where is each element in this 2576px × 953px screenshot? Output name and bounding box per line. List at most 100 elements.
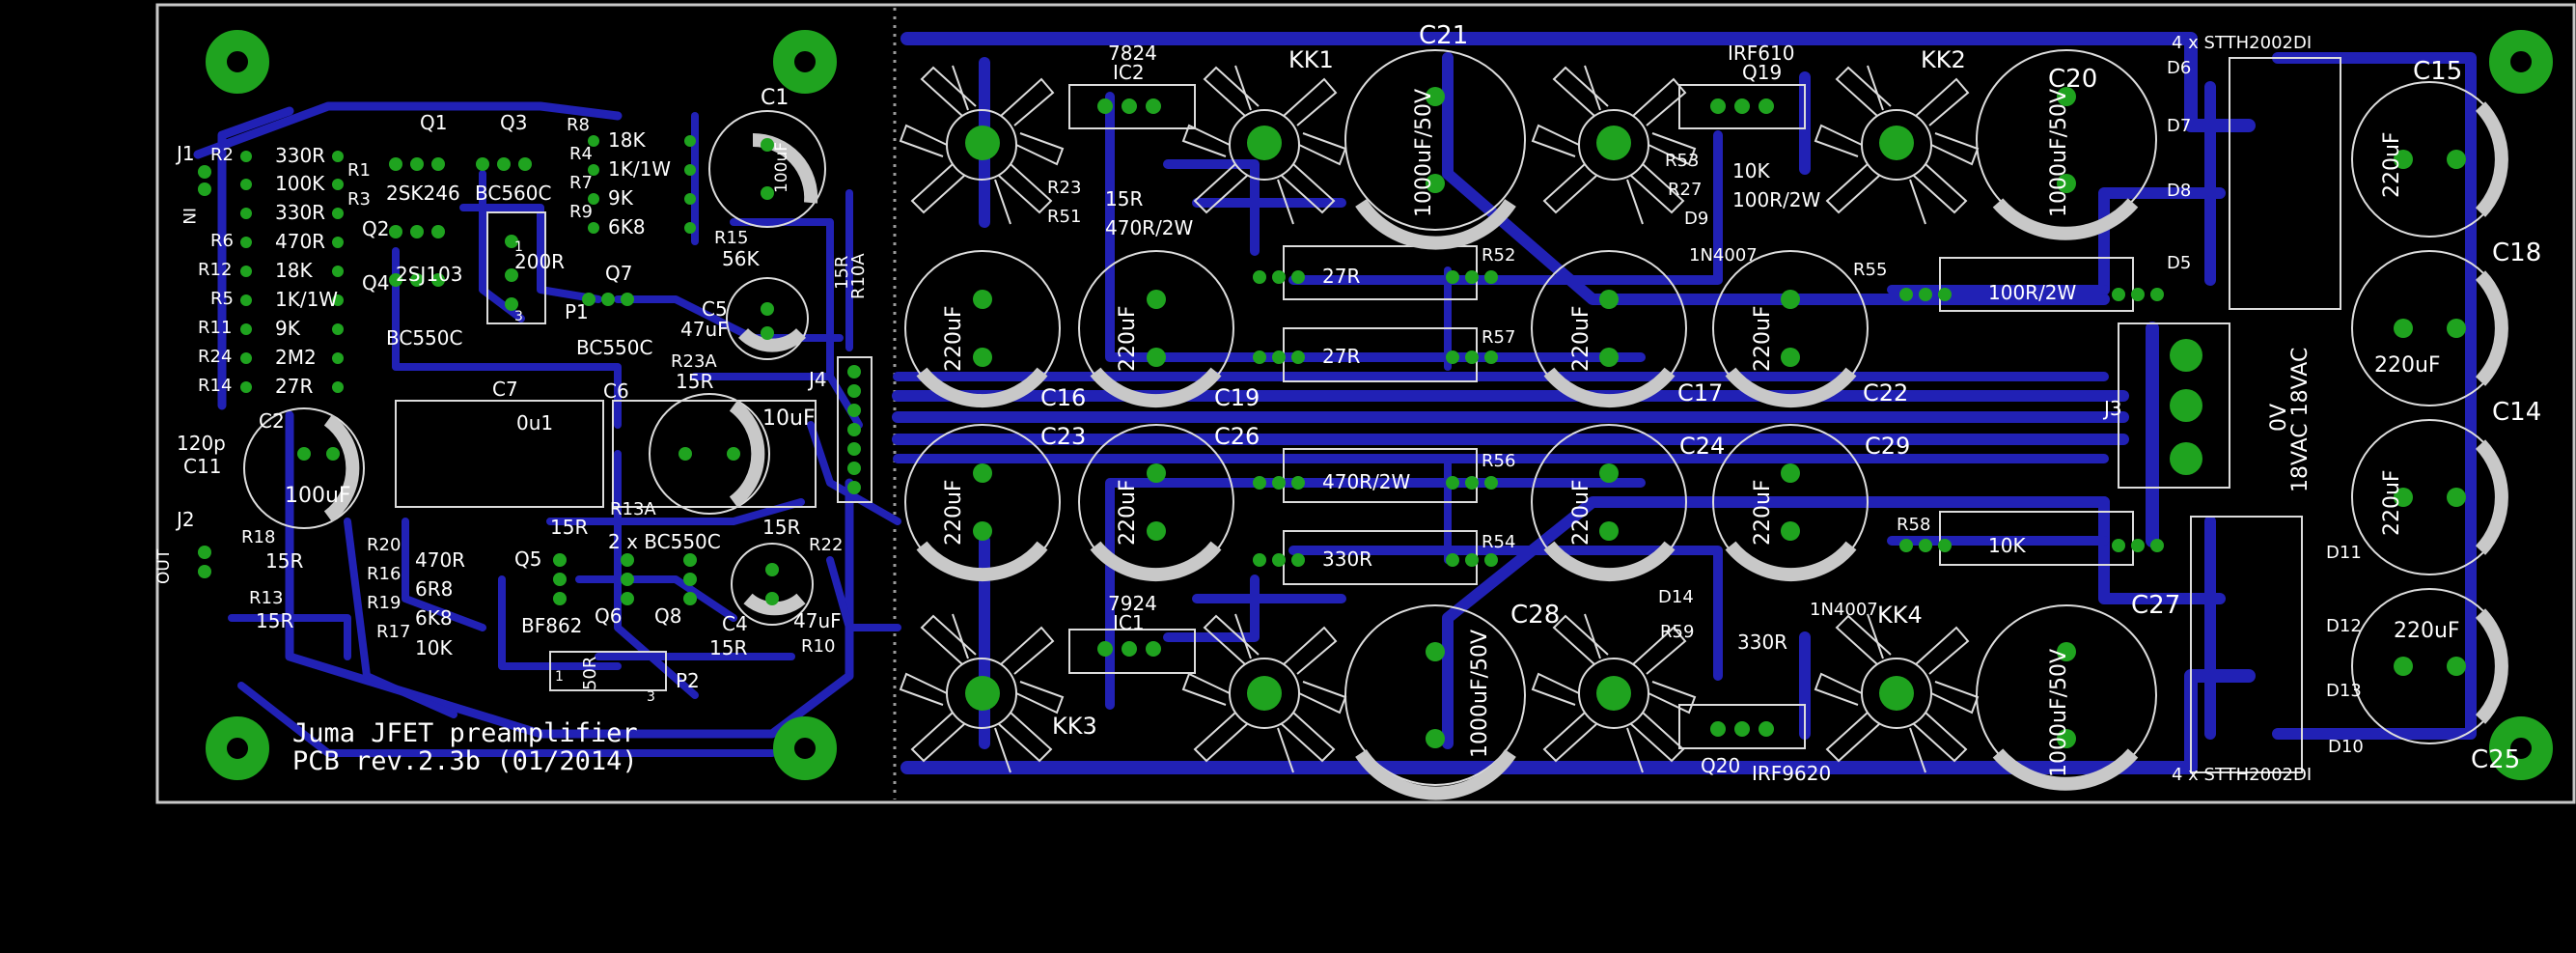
tr-r200: 200R	[514, 250, 565, 273]
cap-c18: C18	[2492, 238, 2541, 267]
component-pads	[198, 87, 2466, 748]
diode-d7: D7	[2167, 116, 2191, 136]
cap-c15v: 220uF	[2380, 131, 2404, 198]
tr-q3: Q3	[500, 111, 527, 134]
res-r57-val: 470R/2W	[1322, 470, 1411, 493]
res-r8-ref: R8	[567, 115, 590, 135]
tr-pin3: 3	[514, 309, 523, 324]
res-r15-val: 56K	[722, 247, 760, 270]
mounting-hole	[773, 30, 837, 94]
board-title: Juma JFET preamplifier PCB rev.2.3b (01/…	[292, 718, 638, 776]
res-r51-ref: R52	[1482, 245, 1515, 266]
label-in: IN	[179, 208, 198, 225]
hs-kk1: KK1	[1288, 46, 1334, 73]
cap-c4: C4	[722, 612, 748, 635]
res-r10a-ref: R10A	[848, 253, 869, 299]
tr-q7: Q7	[605, 262, 632, 285]
res-r17-val: 6K8	[415, 606, 453, 630]
tr-ic1: IC1	[1113, 611, 1145, 634]
res-r16-ref: R16	[367, 564, 401, 584]
label-out: OUT	[154, 548, 174, 584]
res-r17b-val: 10K	[415, 636, 453, 659]
cap-c25v: 220uF	[2394, 619, 2460, 643]
diode-stth-bottom: 4 x STTH2002DI	[2172, 765, 2312, 785]
cap-c16v: 220uF	[942, 305, 966, 372]
res-r3-ref: R3	[347, 189, 371, 210]
label-j3: J3	[2102, 397, 2122, 420]
res-r13a-ref: R13A	[610, 499, 656, 519]
cap-c29v: 220uF	[1751, 479, 1775, 546]
res-r8-val: 18K	[608, 128, 646, 152]
res-r10-ref: R23	[1047, 178, 1081, 198]
res-r53-ref: R27	[1668, 180, 1702, 200]
tr-p2pin3: 3	[647, 689, 655, 705]
cap-c7v: 0u1	[516, 411, 553, 434]
cap-c6v: 10uF	[762, 406, 816, 431]
res-r19-val: 6R8	[415, 577, 453, 601]
res-r10-val: 15R	[1105, 187, 1143, 210]
res-r23-ref: R51	[1047, 207, 1081, 227]
diode-d8: D8	[2167, 181, 2191, 201]
res-r3-val: 330R	[275, 201, 325, 224]
res-r14-val: 27R	[275, 375, 313, 398]
cap-c29: C29	[1865, 433, 1910, 460]
mounting-hole	[2489, 716, 2553, 780]
diode-d9: D9	[1684, 209, 1708, 229]
title-line2: PCB rev.2.3b (01/2014)	[292, 746, 638, 776]
hs-kk2: KK2	[1921, 46, 1966, 73]
cap-c4v: 47uF	[793, 609, 842, 632]
res-r21-ref: R10	[801, 636, 835, 657]
copper-traces	[193, 32, 2477, 774]
cap-c26v: 220uF	[1116, 479, 1140, 546]
cap-c16: C16	[1040, 384, 1086, 411]
diode-d14v: 1N4007	[1810, 600, 1878, 620]
res-r11-val: 9K	[275, 317, 301, 340]
cap-c21v: 1000uF/50V	[1412, 89, 1436, 217]
res-r27-ref: R55	[1853, 260, 1887, 280]
res-r9-ref: R9	[569, 202, 593, 222]
res-r4-val: 1K/1W	[608, 157, 671, 181]
res-r56-val: 330R	[1322, 547, 1372, 571]
tr-q1v: 2SK246	[386, 182, 460, 205]
cap-c6: C6	[603, 379, 629, 403]
cap-c14: C14	[2492, 398, 2541, 427]
cap-c24: C24	[1679, 433, 1725, 460]
diode-d12: D12	[2326, 616, 2362, 636]
tr-ic2: IC2	[1113, 61, 1145, 84]
res-r56-ref: R54	[1482, 532, 1515, 552]
tr-q19: Q19	[1742, 61, 1782, 84]
tr-q20v: IRF9620	[1752, 762, 1831, 785]
res-r23a-ref: R23A	[671, 351, 717, 372]
cap-c15: C15	[2413, 57, 2462, 86]
res-r9-val: 6K8	[608, 215, 646, 238]
res-r52-ref: R57	[1482, 327, 1515, 348]
res-r2-ref: R2	[210, 145, 234, 165]
res-r23-val: 470R/2W	[1105, 216, 1194, 239]
res-r20-val: 15R	[550, 516, 588, 539]
tr-q1: Q1	[420, 111, 447, 134]
cap-c25: C25	[2471, 745, 2520, 774]
mounting-hole	[206, 30, 269, 94]
tr-p2pin1: 1	[555, 669, 564, 685]
cap-c19: C19	[1214, 384, 1260, 411]
cap-c11: C11	[183, 455, 221, 478]
res-r16-val: 470R	[415, 548, 465, 572]
res-r27-val: 100R/2W	[1988, 281, 2077, 304]
cap-c11v: 120p	[177, 432, 226, 455]
diode-stth-top: 4 x STTH2002DI	[2172, 33, 2312, 53]
label-p1: P1	[565, 300, 589, 323]
cap-c5v: 47uF	[680, 318, 729, 341]
mounting-hole	[773, 716, 837, 780]
cap-c27: C27	[2131, 591, 2180, 620]
title-line1: Juma JFET preamplifier	[292, 718, 638, 748]
res-r18-val: 15R	[265, 549, 303, 573]
cap-c1v: 100uF	[772, 142, 791, 193]
res-r53-val: 100R/2W	[1732, 188, 1821, 211]
diode-d5: D5	[2167, 253, 2191, 273]
res-r57-ref: R56	[1482, 451, 1515, 471]
res-r51-val: 27R	[1322, 265, 1360, 288]
res-r23a-val: 15R	[676, 370, 713, 393]
res-r21-val: 15R	[709, 636, 747, 659]
res-r13-ref: R13	[249, 588, 283, 608]
res-r14-ref: R14	[198, 376, 232, 396]
